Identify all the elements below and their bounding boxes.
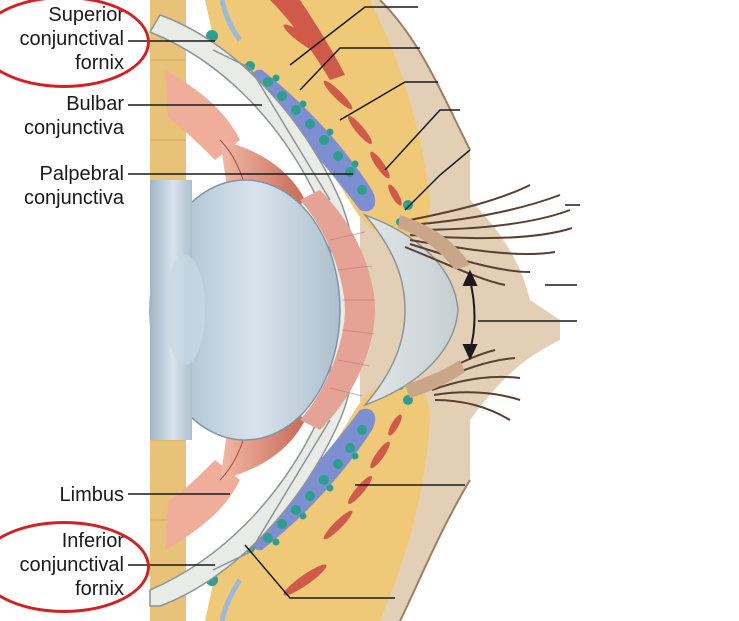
fissure-arrow (462, 269, 478, 361)
upper-eyelid (205, 0, 431, 240)
ciliary-body-lower (165, 460, 240, 550)
anterior-chamber (300, 190, 375, 430)
lower-tarsal-gland (251, 408, 376, 551)
label-bulbar-conjunctiva: Bulbar conjunctiva (23, 93, 124, 139)
label-palpebral-conjunctiva: Palpebral conjunctiva (23, 163, 124, 209)
lower-muscle-bands (283, 414, 402, 596)
leader-lines (244, 6, 580, 599)
upper-tarsal-gland (251, 69, 376, 212)
cornea (362, 213, 459, 407)
lower-gland-lobules (263, 425, 367, 546)
red-highlight-circle (0, 0, 150, 88)
label-limbus: Limbus (59, 484, 124, 506)
upper-muscle-bands (270, 0, 402, 206)
red-highlight-circle (0, 521, 150, 613)
ciliary-body-upper (165, 70, 240, 160)
upper-gland-lobules (263, 74, 367, 195)
lower-eyelid (205, 378, 430, 621)
